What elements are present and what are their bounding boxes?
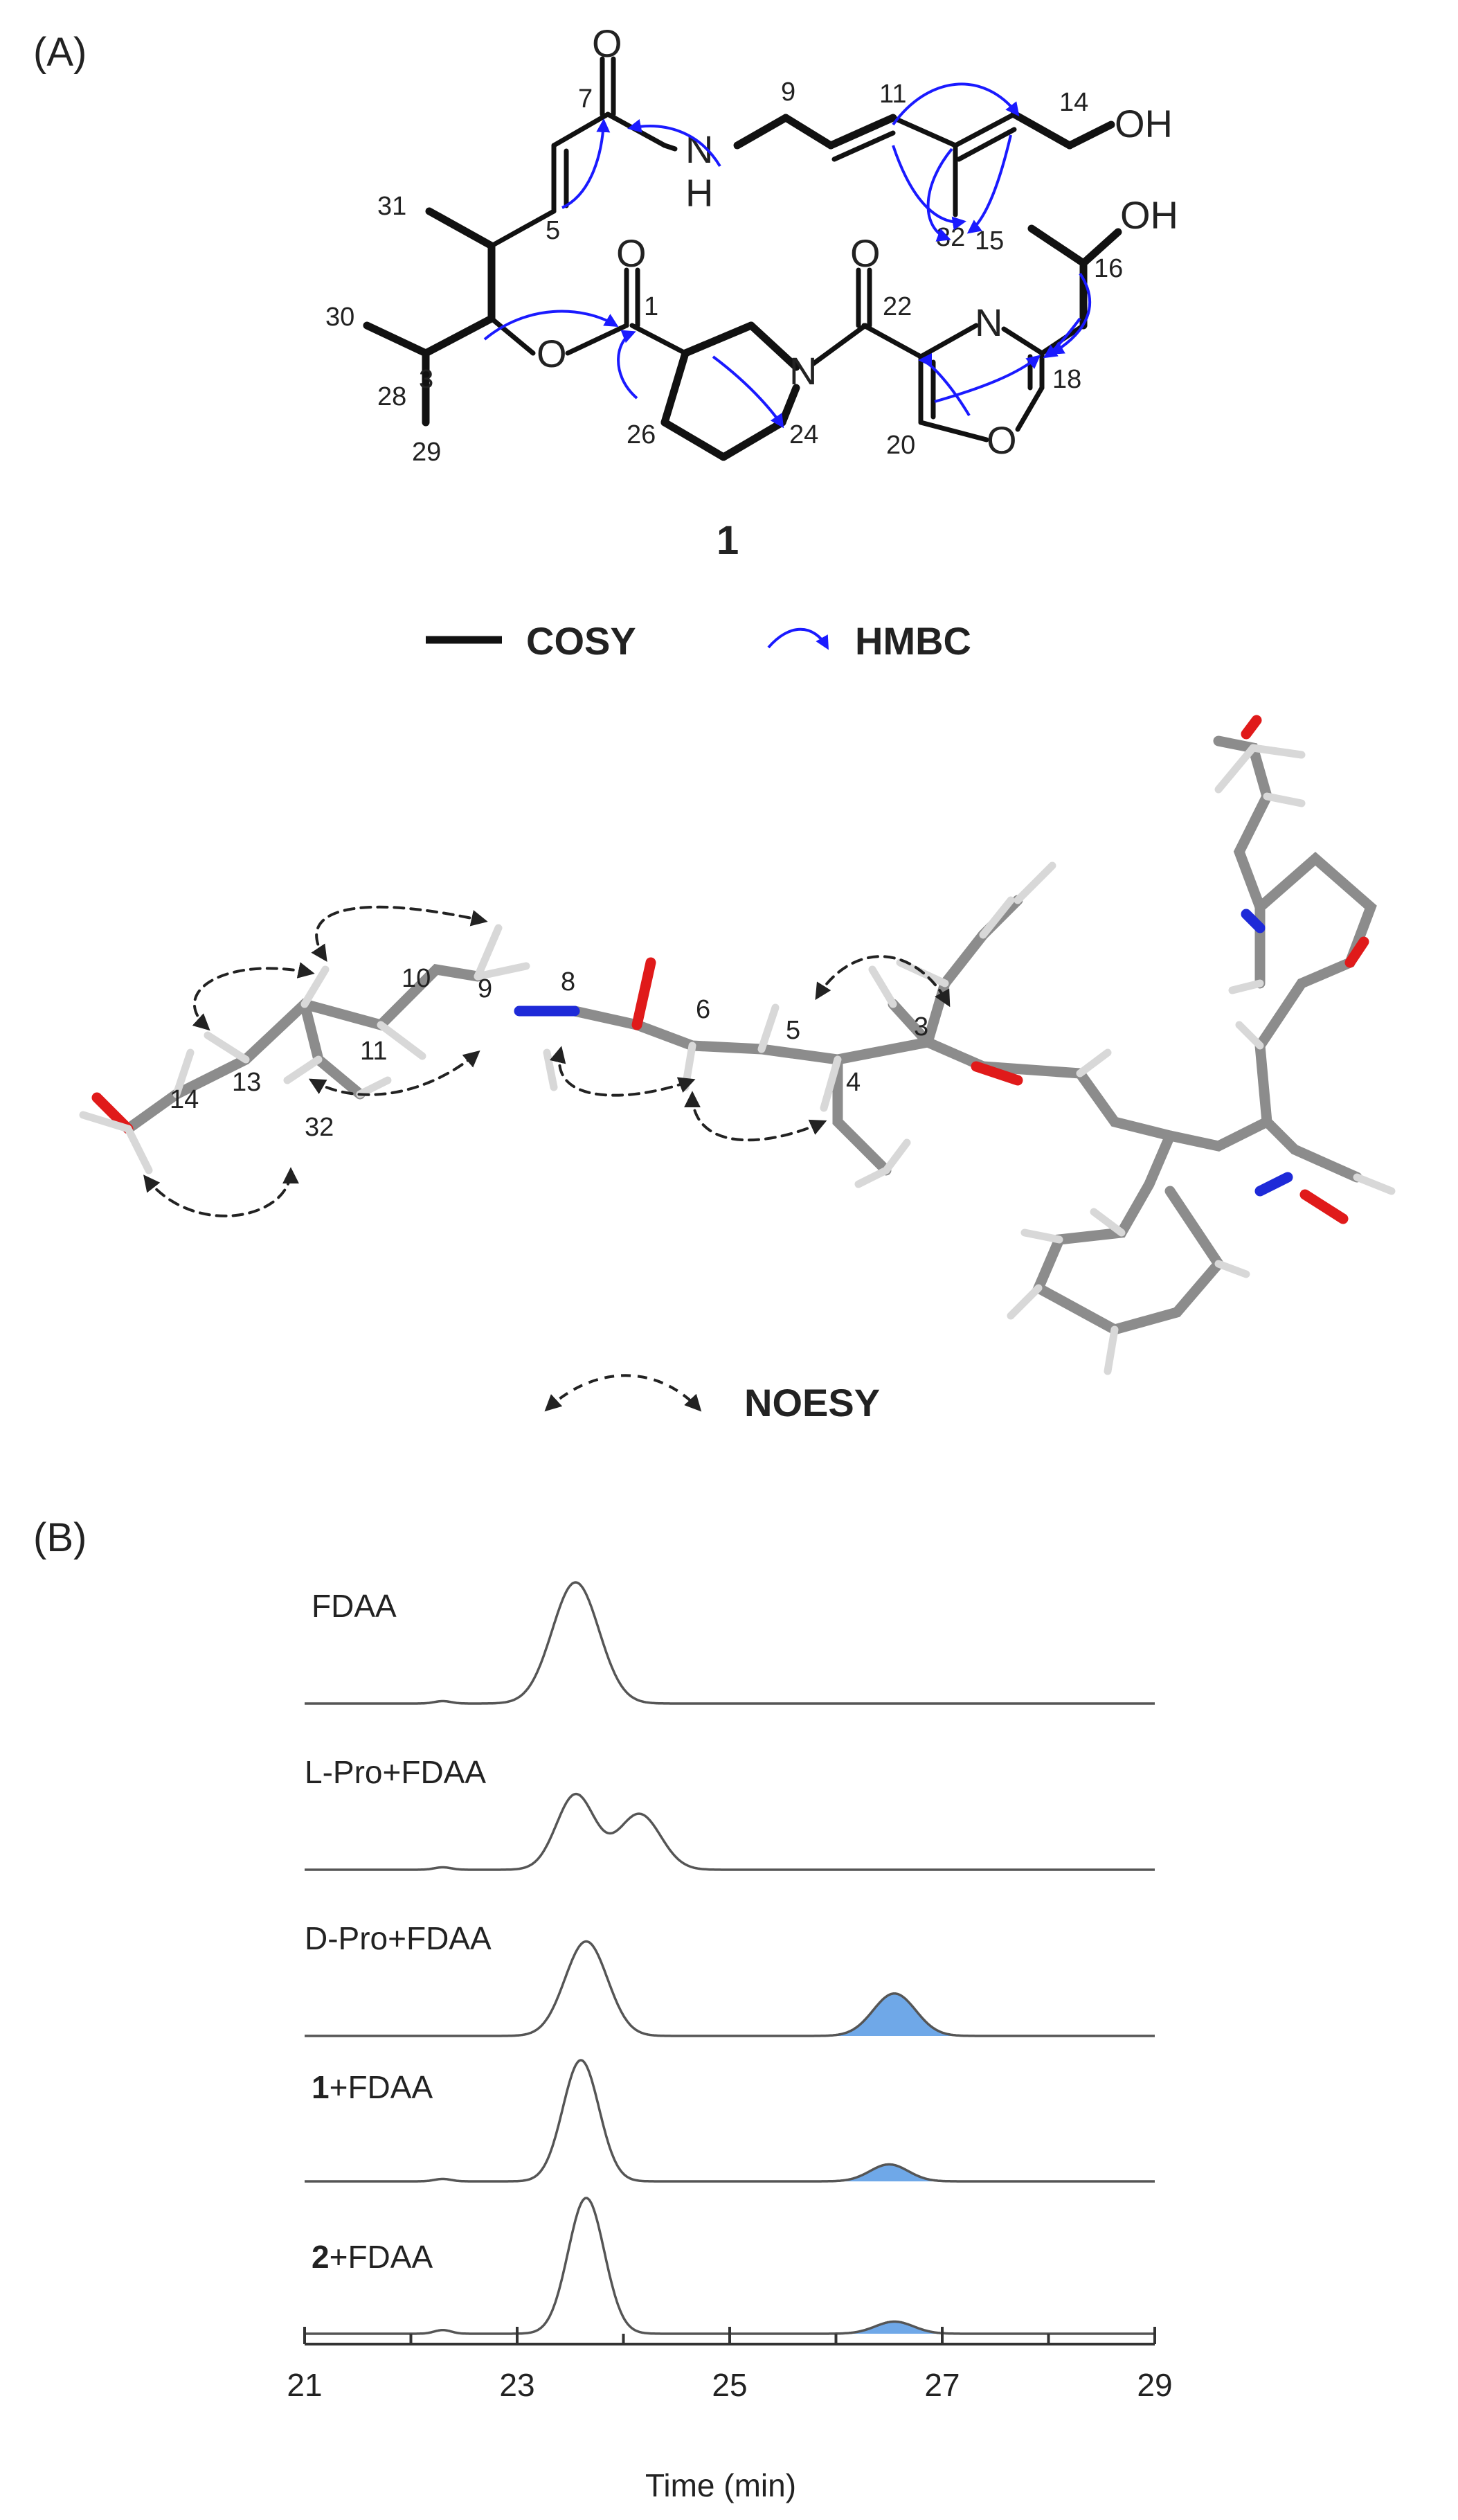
x-tick-label: 25 — [712, 2367, 747, 2403]
atom-oh-14: OH — [1115, 102, 1173, 145]
x-tick-label: 29 — [1137, 2367, 1172, 2403]
atom-number-32: 32 — [936, 223, 965, 252]
trace-label-4: 1+FDAA — [312, 2069, 433, 2105]
legend-cosy-label: COSY — [526, 619, 636, 663]
trace-line-4 — [305, 2059, 1155, 2183]
atom-h-8: H — [685, 171, 713, 215]
compound-number: 1 — [717, 518, 739, 563]
structure-diagram — [363, 56, 1122, 461]
atom-number-28: 28 — [377, 382, 406, 411]
atom-o-c1: O — [616, 231, 647, 275]
x-tick-label: 21 — [287, 2367, 322, 2403]
legend-2d: COSY HMBC — [426, 619, 971, 663]
model-label-8: 8 — [561, 967, 575, 997]
structure-labels: O N H O O N O N O OH OH 7 9 11 14 31 5 3… — [325, 21, 1178, 467]
atom-n-8: N — [685, 127, 713, 171]
x-axis-title: Time (min) — [645, 2467, 796, 2503]
model-label-32: 32 — [305, 1113, 334, 1142]
atom-number-7: 7 — [578, 84, 593, 114]
atom-oh-16: OH — [1120, 193, 1178, 237]
model-label-10: 10 — [402, 964, 431, 993]
atom-number-30: 30 — [325, 303, 354, 332]
legend-hmbc-label: HMBC — [855, 619, 971, 663]
model-label-3: 3 — [914, 1012, 928, 1042]
atom-number-5: 5 — [546, 216, 560, 245]
atom-o-oxazole: O — [987, 418, 1017, 462]
trace-label-1: FDAA — [312, 1588, 397, 1624]
atom-number-1: 1 — [644, 292, 658, 321]
highlighted-peak-3 — [826, 1993, 963, 2036]
atom-n-23: N — [789, 349, 817, 393]
atom-number-18: 18 — [1052, 365, 1081, 394]
model-label-11: 11 — [360, 1037, 387, 1066]
trace-label-5: 2+FDAA — [312, 2239, 433, 2275]
trace-label-2: L-Pro+FDAA — [305, 1754, 486, 1790]
hplc-chart — [305, 1581, 1155, 2335]
noesy-legend-arrow-icon — [544, 1374, 702, 1412]
atom-number-14: 14 — [1059, 88, 1088, 117]
x-tick-label: 27 — [924, 2367, 960, 2403]
atom-number-20: 20 — [886, 431, 915, 460]
atom-number-24: 24 — [789, 420, 818, 449]
atom-number-29: 29 — [412, 438, 441, 467]
panel-a-label: (A) — [33, 30, 87, 75]
model-label-14: 14 — [170, 1085, 199, 1114]
trace-line-3 — [305, 1940, 1155, 2037]
trace-label-3: D-Pro+FDAA — [305, 1920, 492, 1956]
atom-number-22: 22 — [883, 292, 912, 321]
trace-line-2 — [305, 1792, 1155, 1871]
trace-labels: FDAA L-Pro+FDAA D-Pro+FDAA 1+FDAA 2+FDAA — [305, 1588, 492, 2275]
legend-noesy-label: NOESY — [744, 1381, 880, 1424]
legend-noesy: NOESY — [544, 1374, 880, 1424]
atom-number-9: 9 — [781, 78, 795, 107]
model-label-5: 5 — [786, 1016, 800, 1045]
atom-n-oxazole: N — [975, 301, 1002, 344]
x-axis: 21 23 25 27 29 — [287, 2327, 1173, 2403]
atom-number-15: 15 — [975, 226, 1004, 256]
hmbc-legend-arrow-icon — [767, 627, 829, 650]
atom-o-ester: O — [537, 332, 567, 375]
atom-o-c7: O — [592, 21, 622, 65]
x-tick-label: 23 — [499, 2367, 534, 2403]
hmbc-correlations — [483, 82, 1092, 429]
atom-number-11: 11 — [879, 80, 906, 109]
model-label-9: 9 — [478, 974, 492, 1003]
atom-o-c22: O — [850, 231, 881, 275]
atom-number-16: 16 — [1094, 254, 1123, 283]
panel-b-label: (B) — [33, 1515, 87, 1560]
model-label-4: 4 — [846, 1068, 861, 1097]
atom-number-3: 3 — [419, 365, 433, 394]
atom-number-26: 26 — [627, 420, 656, 449]
trace-line-1 — [305, 1581, 1155, 1705]
model-label-6: 6 — [696, 995, 710, 1024]
model-label-13: 13 — [232, 1068, 261, 1097]
3d-model: 14 13 32 11 10 9 8 6 5 4 3 — [79, 715, 1396, 1375]
atom-number-31: 31 — [377, 192, 406, 221]
